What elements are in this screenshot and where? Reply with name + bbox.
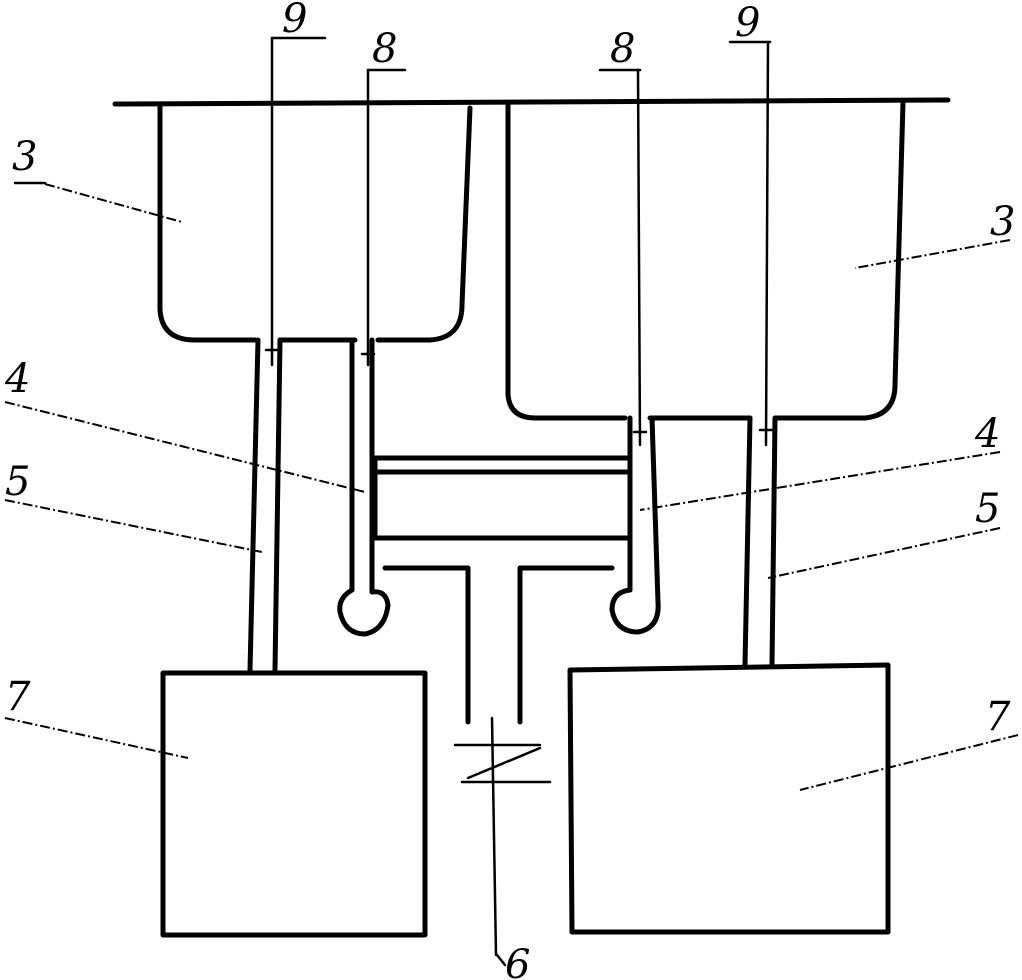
label-6: 6 (505, 942, 530, 980)
leader-5-left (4, 499, 263, 553)
marker-8-right (632, 68, 648, 447)
left-hook-rod (337, 337, 391, 637)
label-7-left: 7 (5, 674, 31, 720)
left-tank (157, 102, 473, 343)
left-pipe (247, 337, 283, 673)
label-7-right: 7 (985, 694, 1011, 740)
leader-5-right (767, 527, 1001, 579)
left-collector-box (160, 670, 428, 938)
central-outlet (382, 565, 615, 725)
label-3-left: 3 (12, 134, 37, 180)
label-4-right: 4 (974, 411, 1000, 457)
leader-6 (495, 953, 507, 967)
leader-3-left (44, 183, 183, 223)
marker-9-left (264, 36, 280, 367)
label-8-right: 8 (610, 26, 635, 72)
right-collector-box (567, 662, 891, 935)
valve-stem (490, 716, 498, 957)
label-9-right: 9 (735, 0, 760, 46)
label-4-left: 4 (4, 356, 30, 402)
right-hook-rod (609, 415, 661, 635)
marker-8-left (360, 68, 376, 367)
label-3-right: 3 (990, 199, 1015, 245)
top-beam (112, 97, 951, 107)
leader-4-left (4, 401, 366, 493)
valve-diagonal (466, 746, 542, 780)
leader-7-left (4, 717, 189, 759)
right-tank (505, 99, 906, 421)
label-5-left: 5 (5, 459, 30, 505)
label-5-right: 5 (975, 486, 1000, 532)
right-pipe (742, 415, 778, 668)
leader-3-right (854, 239, 1011, 269)
label-8-left: 8 (372, 26, 397, 72)
label-9-left: 9 (282, 0, 307, 42)
leader-4-right (639, 451, 1001, 511)
marker-9-right (758, 40, 774, 447)
leader-7-right (799, 734, 1019, 791)
